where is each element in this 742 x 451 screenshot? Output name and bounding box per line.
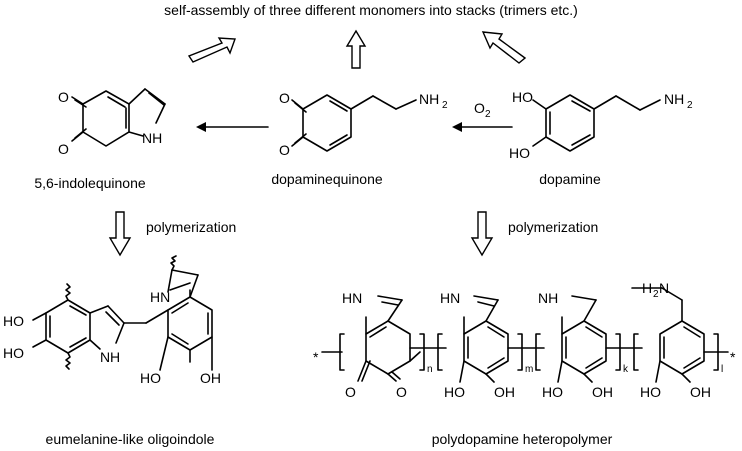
self-assembly-arrow-right — [481, 31, 527, 64]
svg-text:NH: NH — [538, 290, 558, 306]
svg-text:m: m — [525, 364, 533, 375]
svg-text:HN: HN — [440, 290, 460, 306]
svg-text:k: k — [623, 364, 629, 375]
svg-text:NH: NH — [419, 91, 439, 107]
polymerization-label-left: polymerization — [146, 219, 236, 235]
svg-text:OH: OH — [592, 384, 613, 400]
polymerization-arrow-right — [470, 211, 494, 257]
dopamine-structure: HO HO NH 2 — [509, 89, 693, 161]
self-assembly-arrow-center — [345, 29, 367, 69]
label-dopaminequinone: dopaminequinone — [271, 171, 383, 187]
svg-text:O: O — [58, 141, 69, 157]
svg-text:*: * — [730, 349, 736, 365]
svg-text:2: 2 — [687, 100, 693, 111]
svg-text:N: N — [100, 349, 110, 365]
svg-text:O: O — [279, 90, 290, 106]
arrow-oxidation — [452, 122, 513, 132]
svg-text:HO: HO — [140, 370, 161, 386]
heteropolymer-structure: * O O HN n HO OH HN — [313, 280, 736, 400]
svg-text:OH: OH — [494, 384, 515, 400]
svg-text:HO: HO — [512, 89, 533, 105]
label-heteropolymer: polydopamine heteropolymer — [432, 431, 613, 447]
oligoindole-structure: HO HO N H HN HO OH — [3, 255, 221, 386]
svg-text:HO: HO — [542, 384, 563, 400]
svg-text:2: 2 — [442, 100, 448, 111]
arrow-cyclization — [196, 122, 269, 132]
polymerization-label-right: polymerization — [508, 219, 598, 235]
svg-text:*: * — [313, 349, 319, 365]
svg-text:N: N — [659, 280, 669, 296]
svg-text:NH: NH — [664, 91, 684, 107]
svg-text:O: O — [396, 384, 407, 400]
svg-text:2: 2 — [485, 109, 491, 120]
self-assembly-arrow-left — [187, 37, 236, 63]
svg-text:l: l — [721, 364, 723, 375]
indolequinone-structure: O O NH — [58, 88, 166, 157]
svg-text:H: H — [642, 280, 652, 296]
svg-text:O: O — [345, 384, 356, 400]
svg-text:NH: NH — [142, 130, 162, 146]
svg-text:n: n — [427, 364, 433, 375]
svg-text:HN: HN — [150, 289, 170, 305]
svg-text:HO: HO — [444, 384, 465, 400]
label-indolequinone: 5,6-indolequinone — [34, 175, 146, 191]
svg-text:2: 2 — [653, 289, 659, 300]
svg-text:O: O — [58, 89, 69, 105]
scheme-title: self-assembly of three different monomer… — [164, 2, 578, 18]
svg-text:OH: OH — [690, 384, 711, 400]
svg-text:O: O — [279, 142, 290, 158]
svg-text:HO: HO — [3, 345, 24, 361]
svg-text:H: H — [110, 349, 120, 365]
oxidant-label: O — [474, 100, 485, 116]
svg-text:OH: OH — [200, 370, 221, 386]
svg-text:HO: HO — [509, 145, 530, 161]
dopaminequinone-structure: O O NH 2 — [279, 90, 448, 158]
label-dopamine: dopamine — [539, 171, 601, 187]
svg-text:HO: HO — [3, 313, 24, 329]
label-oligoindole: eumelanine-like oligoindole — [46, 431, 215, 447]
svg-text:HN: HN — [342, 290, 362, 306]
polymerization-arrow-left — [108, 211, 132, 257]
svg-text:HO: HO — [640, 384, 661, 400]
